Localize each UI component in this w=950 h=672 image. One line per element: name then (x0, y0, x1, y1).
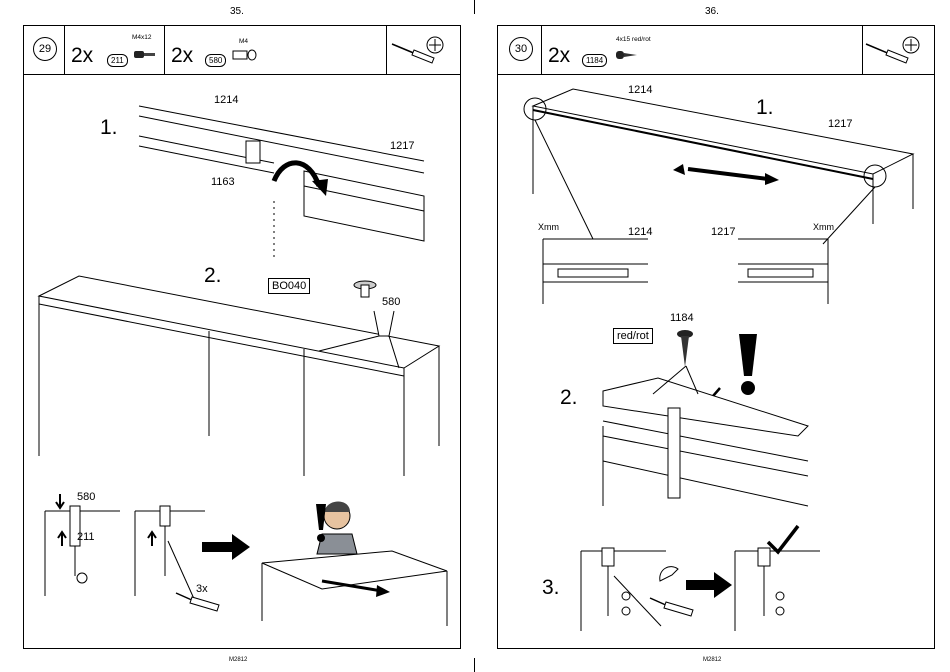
footer-code-left: M2812 (229, 657, 247, 663)
part-id: 211 (107, 54, 128, 67)
wardrobe-assembled-illustration (262, 551, 452, 631)
screw-color-label: red/rot (613, 328, 653, 344)
header-left: 29 2x 211 M4x12 2x 580 M4 (24, 26, 460, 75)
part-id: 580 (205, 54, 226, 67)
part-label: 1217 (390, 140, 414, 152)
step-number-right: 30 (509, 37, 533, 61)
part-label: 580 (77, 491, 95, 503)
rail-alignment-illustration (523, 84, 923, 224)
page-number-left: 35. (230, 6, 244, 17)
step-number-left: 29 (33, 37, 57, 61)
phillips-head-icon (902, 36, 920, 54)
footer-code-right: M2812 (703, 657, 721, 663)
part-label: 1214 (214, 94, 238, 106)
fixing-detail-after (730, 546, 830, 636)
part-label: 1163 (211, 176, 235, 188)
substep-number: 3. (542, 576, 560, 600)
gap-label: Xmm (813, 222, 834, 232)
cam-connector-icon (232, 48, 258, 62)
rail-screw-illustration (598, 366, 918, 506)
wardrobe-top-illustration (34, 276, 454, 476)
part-spec: M4 (239, 38, 248, 45)
page-number-right: 36. (705, 6, 719, 17)
exclamation-icon (314, 504, 328, 544)
substep-number: 2. (560, 386, 578, 410)
bolt-icon (134, 48, 156, 62)
part-label: 1184 (670, 312, 694, 324)
arrow-right-icon (202, 534, 252, 560)
header-right: 30 2x 1184 4x15 red/rot (498, 26, 934, 75)
arrow-right-icon (686, 572, 734, 598)
part-qty: 2x (71, 44, 93, 68)
fixing-detail-before (576, 546, 671, 636)
rail-joint-illustration (134, 101, 434, 241)
part-spec: 4x15 red/rot (616, 36, 651, 43)
part-id: 1184 (582, 54, 607, 67)
checkmark-icon (766, 524, 800, 556)
screwdriver-icon (174, 589, 224, 613)
hand-turning-icon (656, 561, 682, 587)
phillips-head-icon (426, 36, 444, 54)
page-left: 29 2x 211 M4x12 2x 580 M4 1. (23, 25, 461, 649)
crop-mark-top (474, 0, 475, 14)
screw-icon (616, 48, 638, 62)
substep-number: 1. (100, 116, 118, 140)
bolt-insertion-detail (40, 486, 190, 606)
gap-label: Xmm (538, 222, 559, 232)
page-right: 30 2x 1184 4x15 red/rot 1. 1214 1217 (497, 25, 935, 649)
part-qty: 2x (171, 44, 193, 68)
crop-mark-bottom (474, 658, 475, 672)
part-spec: M4x12 (132, 34, 152, 41)
part-label: 211 (77, 531, 95, 543)
gap-detail-views (528, 234, 908, 314)
part-qty: 2x (548, 44, 570, 68)
screw-icon (676, 329, 694, 369)
cam-connector-icon (352, 280, 378, 298)
